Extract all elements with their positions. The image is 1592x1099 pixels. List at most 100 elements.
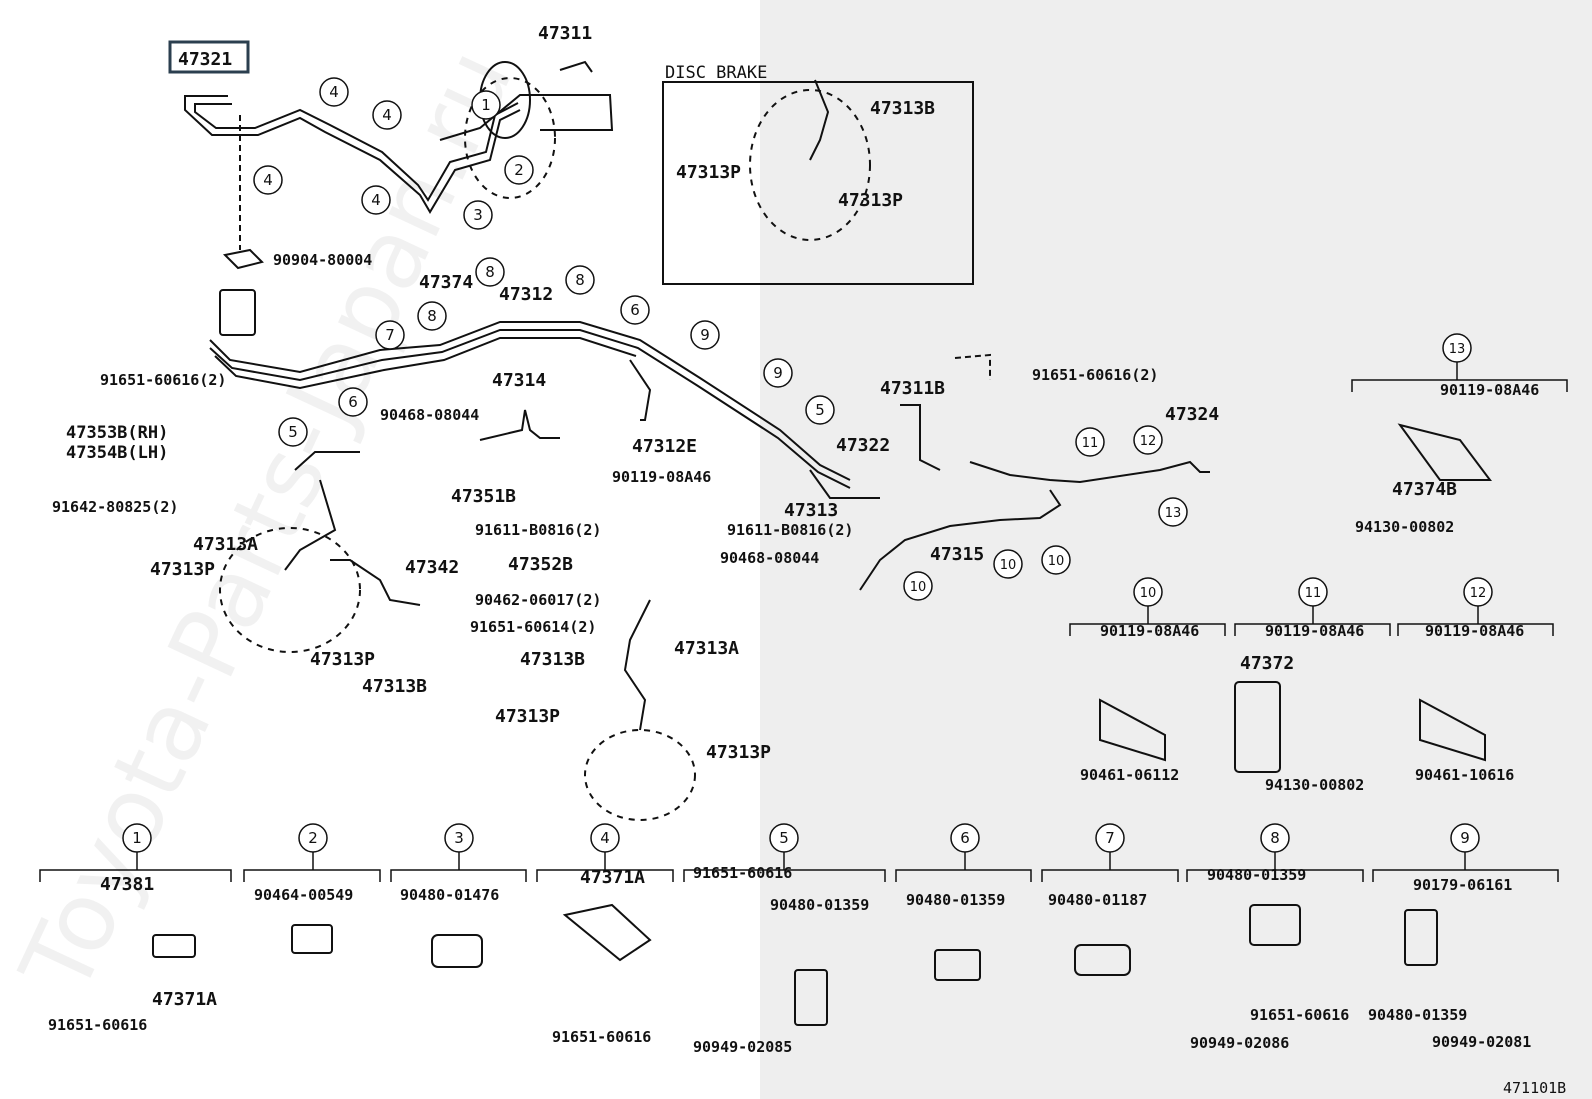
callout-ring — [1298, 577, 1328, 607]
callout-ring — [278, 417, 308, 447]
callout-ring — [375, 320, 405, 350]
part-label: 90119-08A46 — [1100, 622, 1199, 640]
part-label: 90949-02081 — [1432, 1033, 1531, 1051]
callout-circle: 4 — [361, 185, 391, 215]
callout-number: 9 — [700, 326, 710, 344]
callout-number: 11 — [1082, 436, 1099, 451]
part-label: 90119-08A46 — [1440, 381, 1539, 399]
part-label: 90949-02085 — [693, 1038, 792, 1056]
callout-ring — [444, 823, 474, 853]
part-label: 91651-60616 — [693, 864, 792, 882]
callout-circle: 10 — [1041, 545, 1071, 575]
group-bracket — [895, 852, 1032, 882]
group-bracket — [390, 852, 527, 882]
callout-circle: 3 — [444, 823, 474, 853]
part-label: 47315 — [930, 544, 984, 565]
part-label: 90480-01359 — [770, 896, 869, 914]
callout-circle: 6 — [950, 823, 980, 853]
callout-number: 8 — [485, 263, 495, 281]
callout-ring — [620, 295, 650, 325]
callout-ring — [338, 387, 368, 417]
group-bracket — [1397, 606, 1554, 636]
part-label: 47353B(RH) — [66, 423, 168, 443]
part-label: 90949-02086 — [1190, 1034, 1289, 1052]
callout-number: 3 — [473, 206, 483, 224]
callout-ring — [763, 358, 793, 388]
group-bracket — [536, 852, 674, 882]
callout-number: 13 — [1165, 506, 1182, 521]
callout-ring — [805, 395, 835, 425]
part-label: 91651-60616 — [48, 1016, 147, 1034]
part-label: 47312E — [632, 436, 697, 457]
part-label: 47313B — [520, 649, 585, 670]
part-label: 47371A — [580, 867, 645, 888]
part-label: 47313P — [706, 742, 771, 763]
callout-ring — [1260, 823, 1290, 853]
part-label: 90462-06017(2) — [475, 591, 601, 609]
callout-circle: 3 — [463, 200, 493, 230]
callout-number: 4 — [329, 83, 339, 101]
callout-number: 4 — [600, 829, 610, 847]
part-label: 47374B — [1392, 479, 1457, 500]
callout-number: 4 — [371, 191, 381, 209]
callout-ring — [903, 571, 933, 601]
callout-circle: 8 — [417, 301, 447, 331]
part-label: 47374 — [419, 272, 473, 293]
callout-number: 10 — [1048, 554, 1065, 569]
part-label: 47351B — [451, 486, 516, 507]
callout-number: 10 — [910, 580, 927, 595]
callout-number: 6 — [960, 829, 970, 847]
callout-circle: 10 — [993, 549, 1023, 579]
part-label: 90480-01359 — [1207, 866, 1306, 884]
part-label: 47311 — [538, 23, 592, 44]
callout-ring — [504, 155, 534, 185]
callout-circle: 5 — [769, 823, 799, 853]
part-label: 47313P — [838, 190, 903, 211]
part-label: 47372 — [1240, 653, 1294, 674]
callout-number: 12 — [1470, 586, 1487, 601]
group-bracket — [683, 852, 886, 882]
shaded-panel — [760, 0, 1592, 1099]
callout-number: 8 — [1270, 829, 1280, 847]
part-label: 94130-00802 — [1355, 518, 1454, 536]
part-label: 90179-06161 — [1413, 876, 1512, 894]
callout-number: 8 — [427, 307, 437, 325]
part-label: 47313P — [495, 706, 560, 727]
part-label: 47313A — [193, 534, 258, 555]
part-label: 47324 — [1165, 404, 1219, 425]
group-bracket — [1351, 362, 1568, 392]
callout-number: 4 — [382, 106, 392, 124]
part-label: 90119-08A46 — [612, 468, 711, 486]
callout-circle: 11 — [1075, 427, 1105, 457]
group-bracket-lines — [39, 362, 1568, 882]
callout-number: 5 — [815, 401, 825, 419]
callout-number: 7 — [1105, 829, 1115, 847]
callout-circle: 10 — [1133, 577, 1163, 607]
part-label: 47313P — [676, 162, 741, 183]
part-labels: 473214731147313B47313P47313P90904-800044… — [48, 23, 1539, 1056]
callout-ring — [372, 100, 402, 130]
callout-ring — [1463, 577, 1493, 607]
callout-number: 9 — [773, 364, 783, 382]
callout-ring — [319, 77, 349, 107]
part-label: 90119-08A46 — [1265, 622, 1364, 640]
callout-ring — [253, 165, 283, 195]
group-bracket — [1041, 852, 1179, 882]
callout-circle: 9 — [763, 358, 793, 388]
callout-ring — [565, 265, 595, 295]
part-label: 90480-01359 — [906, 891, 1005, 909]
callout-circle: 1 — [122, 823, 152, 853]
callout-number: 10 — [1000, 558, 1017, 573]
part-label: 47313P — [150, 559, 215, 580]
part-label: 47313B — [362, 676, 427, 697]
callout-ring — [590, 823, 620, 853]
callout-number: 1 — [481, 96, 491, 114]
callout-circle: 8 — [1260, 823, 1290, 853]
part-label: 90468-08044 — [380, 406, 479, 424]
callout-number: 6 — [348, 393, 358, 411]
callout-circle: 2 — [504, 155, 534, 185]
part-label: 91642-80825(2) — [52, 498, 178, 516]
callout-circle: 13 — [1442, 333, 1472, 363]
callout-ring — [769, 823, 799, 853]
